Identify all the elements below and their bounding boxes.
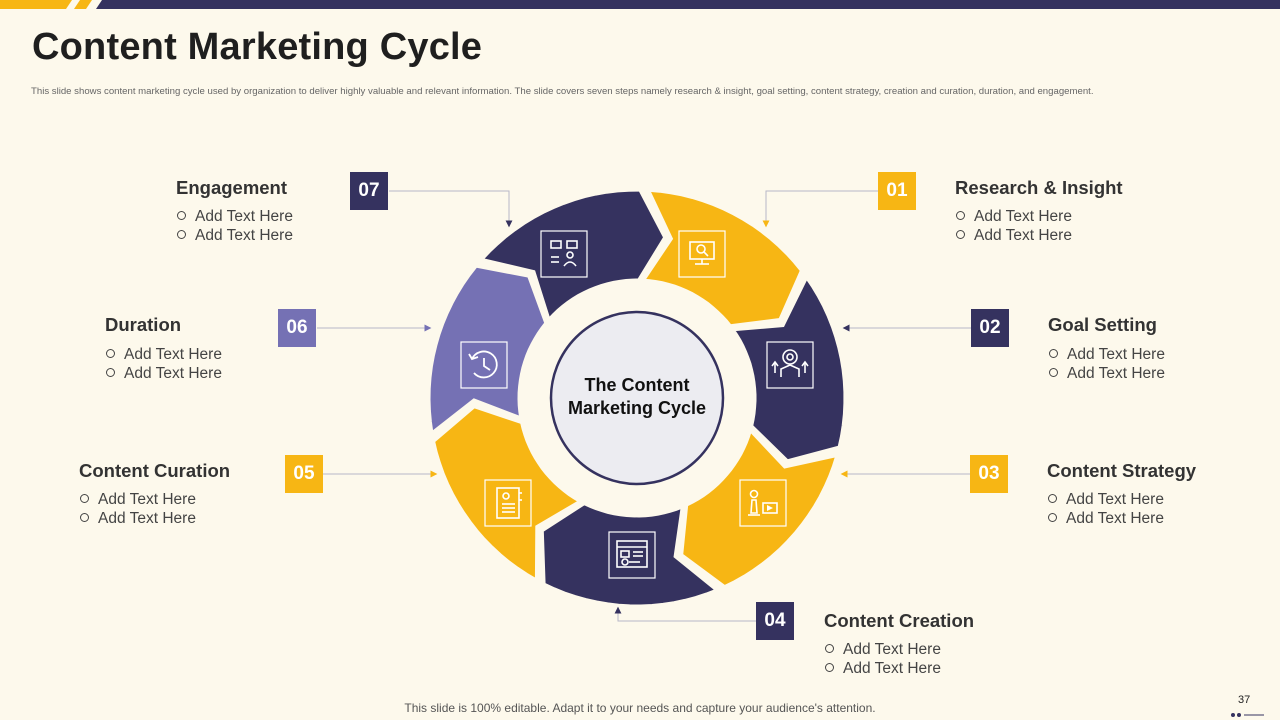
step-bullets-01: Add Text Here Add Text Here (956, 207, 1072, 245)
clock-icon (460, 341, 508, 389)
step-number-03: 03 (970, 455, 1008, 493)
footer-note: This slide is 100% editable. Adapt it to… (404, 701, 876, 715)
bullet-item: Add Text Here (1048, 509, 1164, 528)
people-engagement-icon (540, 230, 588, 278)
document-list-icon (484, 479, 532, 527)
step-title-02: Goal Setting (1048, 314, 1157, 335)
step-bullets-07: Add Text Here Add Text Here (177, 207, 293, 245)
research-monitor-icon (678, 230, 726, 278)
chess-strategy-icon (739, 479, 787, 527)
step-number-01: 01 (878, 172, 916, 210)
step-bullets-04: Add Text Here Add Text Here (825, 640, 941, 678)
step-title-04: Content Creation (824, 610, 975, 631)
bullet-item: Add Text Here (1049, 364, 1165, 383)
step-number-07: 07 (350, 172, 388, 210)
step-bullets-02: Add Text Here Add Text Here (1049, 345, 1165, 383)
bullet-item: Add Text Here (956, 226, 1072, 245)
bullet-item: Add Text Here (177, 226, 293, 245)
cycle-segment-03 (680, 427, 840, 589)
step-title-06: Duration (105, 314, 182, 335)
bullet-item: Add Text Here (956, 207, 1072, 226)
slide-title: Content Marketing Cycle (32, 26, 483, 68)
cycle-segment-02 (730, 274, 847, 463)
cycle-segment-06 (427, 264, 548, 436)
center-circle (549, 310, 725, 486)
bullet-item: Add Text Here (1049, 345, 1165, 364)
step-bullets-03: Add Text Here Add Text Here (1048, 490, 1164, 528)
step-title-01: Research & Insight (955, 177, 1123, 198)
page-dots-icon (1231, 713, 1264, 717)
step-bullets-05: Add Text Here Add Text Here (80, 490, 196, 528)
connector-lines (317, 190, 971, 622)
bullet-item: Add Text Here (80, 490, 196, 509)
step-number-06: 06 (278, 309, 316, 347)
page-number: 37 (1238, 694, 1251, 706)
step-title-03: Content Strategy (1047, 460, 1197, 481)
bullet-item: Add Text Here (177, 207, 293, 226)
bullet-item: Add Text Here (825, 659, 941, 678)
bullet-item: Add Text Here (80, 509, 196, 528)
top-accent-bar (0, 0, 1280, 9)
step-bullets-06: Add Text Here Add Text Here (106, 345, 222, 383)
step-number-04: 04 (756, 602, 794, 640)
cycle-segment-01 (640, 188, 804, 328)
step-number-05: 05 (285, 455, 323, 493)
web-creation-icon (608, 531, 656, 579)
step-title-07: Engagement (176, 177, 288, 198)
bullet-item: Add Text Here (106, 345, 222, 364)
bullet-item: Add Text Here (106, 364, 222, 383)
connector-07 (389, 190, 513, 228)
goal-target-icon (766, 341, 814, 389)
step-number-02: 02 (971, 309, 1009, 347)
connector-01 (762, 190, 878, 228)
bullet-item: Add Text Here (1048, 490, 1164, 509)
step-title-05: Content Curation (79, 460, 231, 481)
center-label: The Content Marketing Cycle (567, 375, 707, 418)
bullet-item: Add Text Here (825, 640, 941, 659)
slide-subtitle: This slide shows content marketing cycle… (31, 86, 1094, 97)
connector-04 (614, 606, 756, 622)
